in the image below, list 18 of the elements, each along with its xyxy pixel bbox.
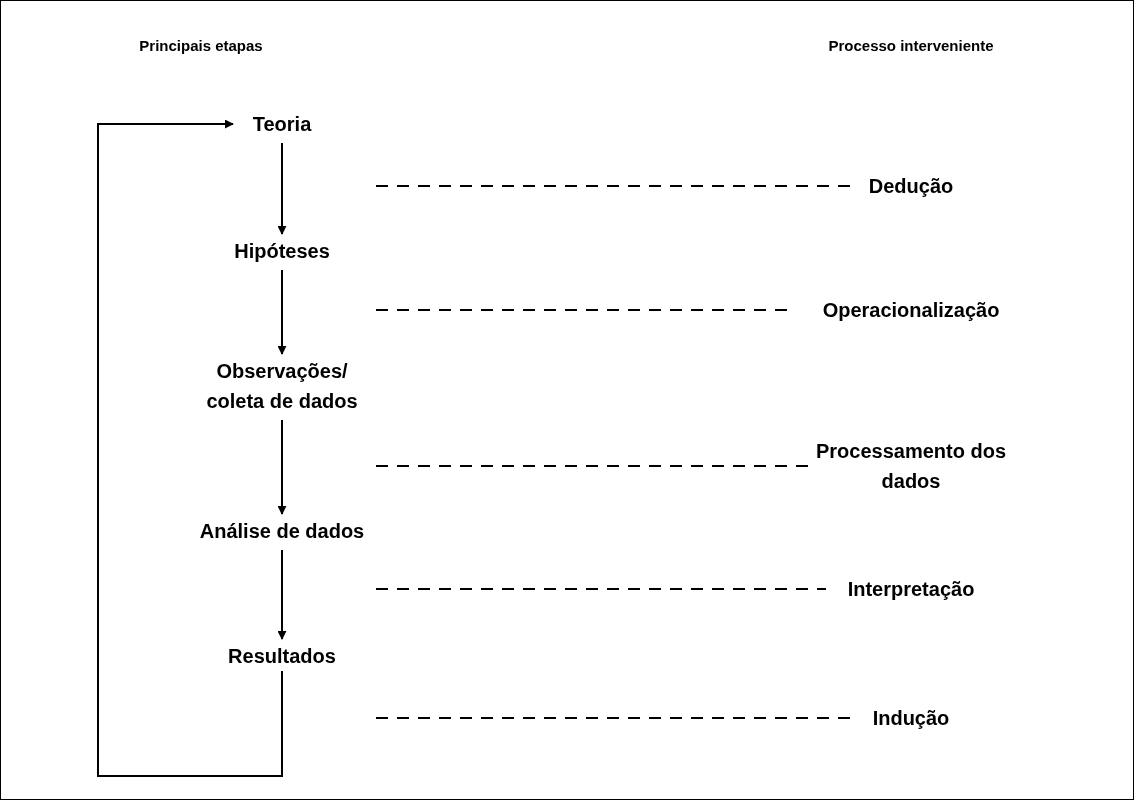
step-label: Interpretação: [826, 574, 996, 604]
step-label: Análise de dados: [177, 516, 387, 546]
step-label: Processamento dos dados: [811, 436, 1011, 496]
step-label: Resultados: [212, 641, 352, 671]
arrow: [277, 419, 287, 515]
dashed-line: [375, 588, 827, 590]
step-label: Hipóteses: [217, 236, 347, 266]
column-heading: Principais etapas: [139, 37, 263, 54]
step-label: Teoria: [237, 109, 327, 139]
step-label: Operacionalização: [796, 295, 1026, 325]
step-label: Dedução: [856, 171, 966, 201]
step-label: Indução: [856, 703, 966, 733]
column-heading: Processo interveniente: [828, 37, 994, 54]
step-label: Observações/ coleta de dados: [192, 356, 372, 416]
arrow: [277, 142, 287, 235]
arrow: [97, 119, 283, 777]
arrow: [277, 269, 287, 355]
arrow: [277, 549, 287, 640]
